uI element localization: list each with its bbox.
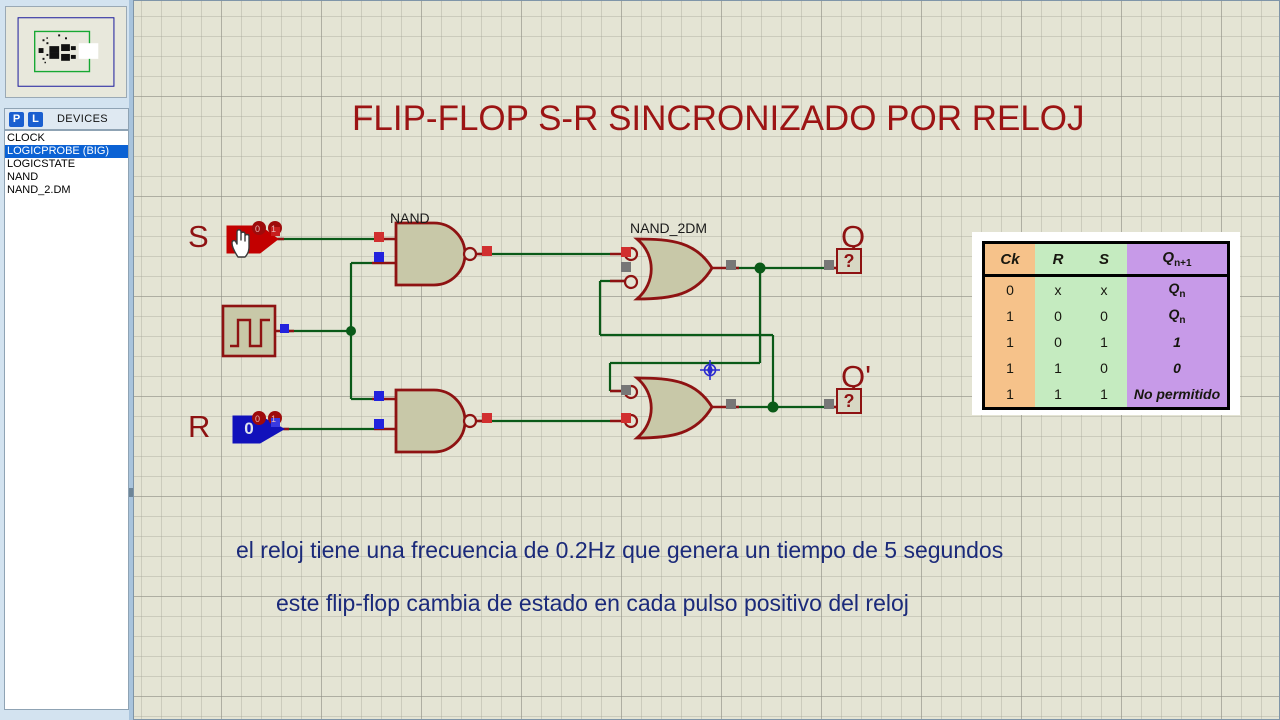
p-mode-button[interactable]: P	[9, 111, 24, 127]
cell-s: 1	[1081, 329, 1127, 355]
pin-marker-nand2-in1	[374, 391, 384, 401]
overview-preview-panel[interactable]	[5, 6, 127, 98]
cell-ck: 1	[983, 303, 1035, 329]
gate-nand2dm-lower[interactable]	[623, 376, 714, 440]
svg-text:1: 1	[271, 224, 276, 234]
gate-nand2dm-upper[interactable]	[623, 237, 714, 301]
device-item-nand[interactable]: NAND	[7, 171, 39, 183]
th-s: S	[1081, 242, 1127, 277]
gate-label-nand-2dm: NAND_2DM	[630, 220, 708, 236]
pin-marker-probe-q	[824, 260, 834, 270]
cell-s: 1	[1081, 381, 1127, 409]
page-title: FLIP-FLOP S-R SINCRONIZADO POR RELOJ	[352, 99, 1085, 138]
cell-s: 0	[1081, 303, 1127, 329]
cell-s: 0	[1081, 355, 1127, 381]
pin-marker-nand2-out	[482, 413, 492, 423]
note-line-1: el reloj tiene una frecuencia de 0.2Hz q…	[236, 537, 1004, 563]
cell-r: 0	[1035, 303, 1081, 329]
pin-marker-dm2-out	[726, 399, 736, 409]
pin-marker-dm2-in2	[621, 413, 631, 423]
cell-ck: 1	[983, 329, 1035, 355]
origin-crosshair-marker	[700, 360, 720, 380]
svg-text:1: 1	[271, 414, 276, 424]
th-qnext: Qn+1	[1127, 242, 1229, 277]
cell-qnext: Qn	[1127, 303, 1229, 329]
cell-qnext: Qn	[1127, 275, 1229, 303]
devices-header-title: DEVICES	[56, 113, 109, 125]
wire-junction-clock	[346, 326, 356, 336]
panel-splitter-handle[interactable]	[129, 488, 133, 497]
devices-list[interactable]: CLOCK LOGICPROBE (BIG) LOGICSTATE NAND N…	[4, 130, 129, 710]
cell-s: x	[1081, 275, 1127, 303]
overview-thumbnail	[6, 7, 126, 97]
svg-text:0: 0	[255, 414, 260, 424]
circuit-diagram: 0 1 0 1	[221, 221, 838, 454]
clock-generator[interactable]	[221, 304, 277, 358]
wire-junction-qn	[767, 401, 779, 413]
wire-junction-q	[754, 262, 766, 274]
wire-group	[278, 237, 834, 431]
cell-ck: 0	[983, 275, 1035, 303]
clock-pin-marker	[280, 324, 289, 333]
cell-r: 0	[1035, 329, 1081, 355]
label-s: S	[188, 219, 209, 254]
logicprobe-q-not[interactable]: ?	[836, 388, 862, 414]
pin-marker-probe-qn	[824, 399, 834, 409]
cell-qnext: No permitido	[1127, 381, 1229, 409]
pin-marker-dm1-in1	[621, 247, 631, 257]
panel-splitter[interactable]	[129, 0, 133, 720]
svg-text:0: 0	[255, 224, 260, 234]
gate-nand-upper[interactable]	[394, 221, 478, 287]
label-r: R	[188, 409, 211, 444]
pin-marker-dm1-out	[726, 260, 736, 270]
logicstate-s-toggles[interactable]: 0 1	[252, 221, 282, 236]
l-mode-button[interactable]: L	[28, 111, 43, 127]
logicstate-r-value: 0	[244, 419, 254, 438]
devices-header: P L DEVICES	[4, 108, 129, 130]
pin-marker-nand1-out	[482, 246, 492, 256]
mouse-cursor-hand	[231, 229, 250, 258]
note-line-2: este flip-flop cambia de estado en cada …	[276, 590, 909, 616]
device-item-logicprobe-big[interactable]: LOGICPROBE (BIG)	[5, 145, 128, 158]
cell-r: x	[1035, 275, 1081, 303]
cell-r: 1	[1035, 355, 1081, 381]
device-item-nand-2dm[interactable]: NAND_2.DM	[7, 184, 71, 196]
device-item-clock[interactable]: CLOCK	[7, 132, 45, 144]
pin-marker-dm2-in1	[621, 385, 631, 395]
cell-r: 1	[1035, 381, 1081, 409]
cell-ck: 1	[983, 355, 1035, 381]
truth-table-header-row: Ck R S Qn+1	[983, 242, 1229, 277]
device-item-logicstate[interactable]: LOGICSTATE	[7, 158, 76, 170]
pin-marker-dm1-in2	[621, 262, 631, 272]
logicprobe-q[interactable]: ?	[836, 248, 862, 274]
cell-qnext: 1	[1127, 329, 1229, 355]
cell-qnext: 0	[1127, 355, 1229, 381]
logicstate-r-toggles[interactable]: 0 1	[252, 411, 282, 427]
gate-label-nand: NAND	[390, 210, 430, 226]
pin-marker-nand1-in1	[374, 232, 384, 242]
pin-marker-nand2-in2	[374, 419, 384, 429]
th-ck: Ck	[983, 242, 1035, 277]
left-panel: P L DEVICES CLOCK LOGICPROBE (BIG) LOGIC…	[0, 0, 133, 720]
schematic-canvas[interactable]: 0 1 0 1 FLIP-FLOP S-R SI	[133, 0, 1280, 720]
gate-nand-lower[interactable]	[394, 388, 478, 454]
th-r: R	[1035, 242, 1081, 277]
pin-marker-nand1-in2	[374, 252, 384, 262]
cell-ck: 1	[983, 381, 1035, 409]
